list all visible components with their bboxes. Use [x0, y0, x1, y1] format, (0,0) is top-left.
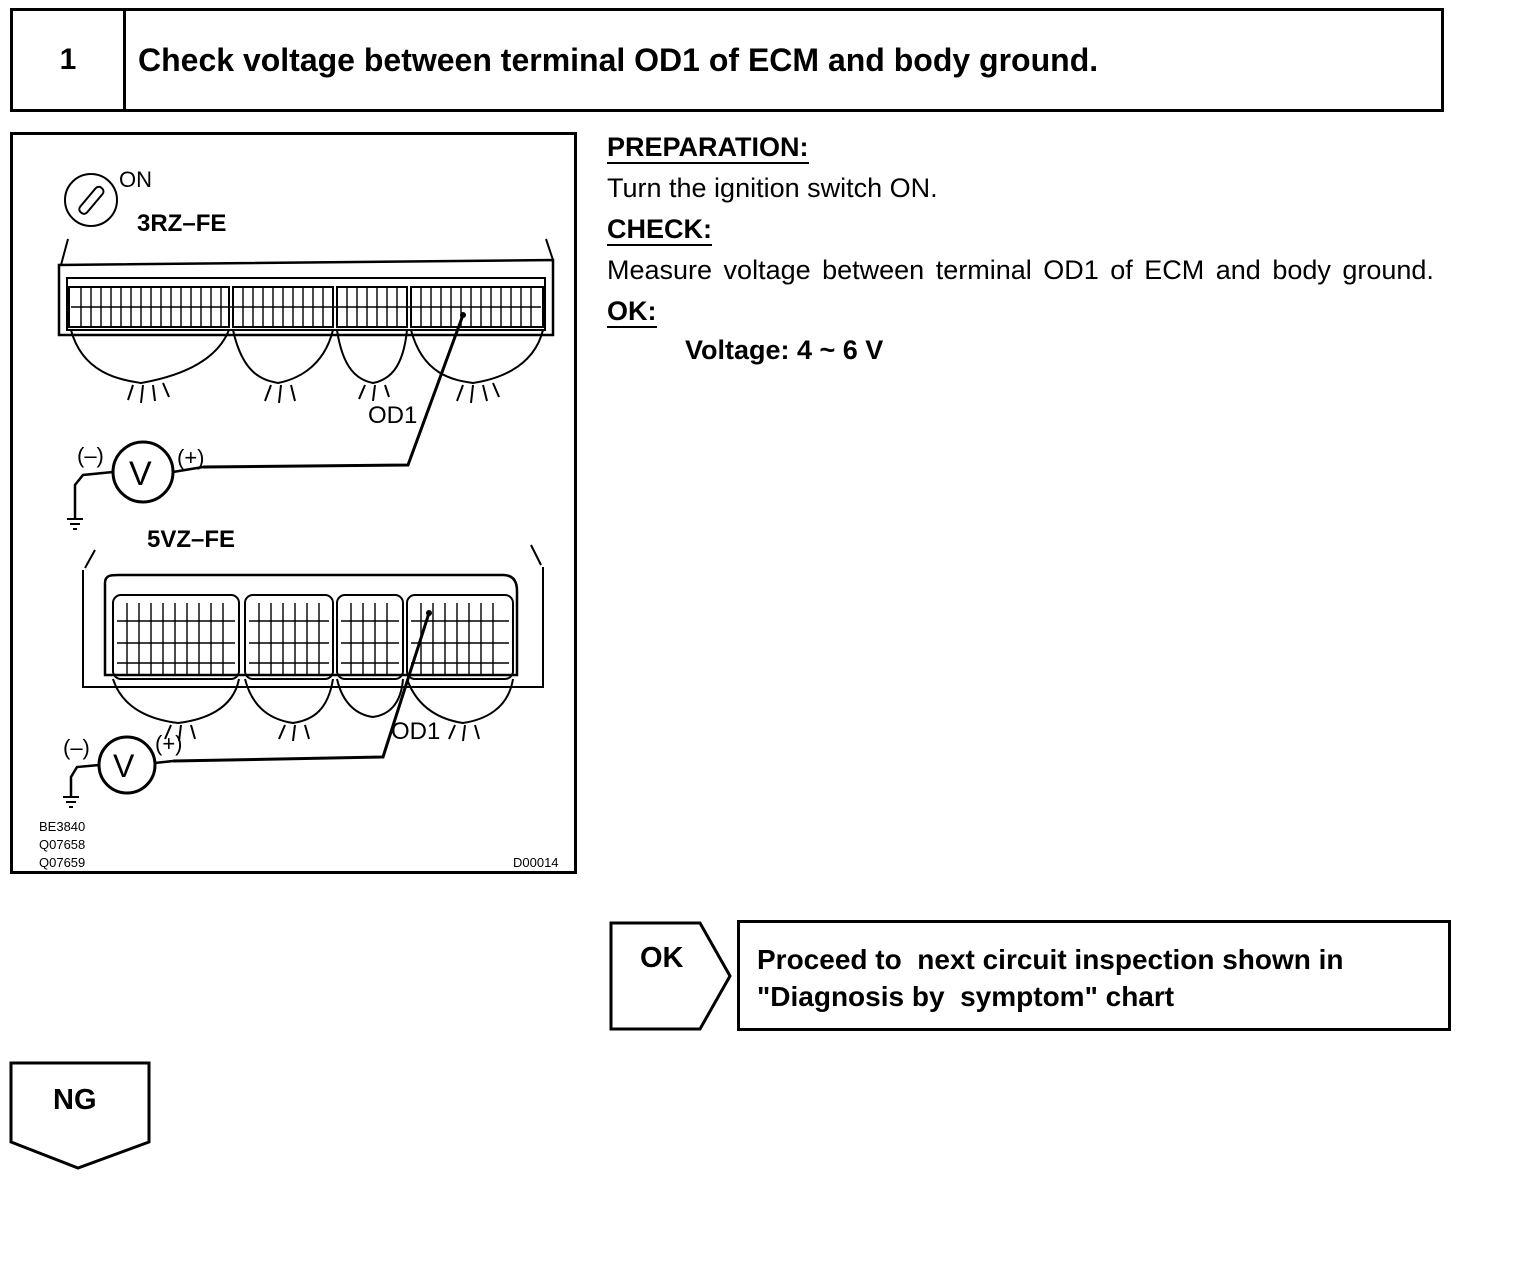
plus-label-bottom: (+) — [155, 731, 183, 756]
od1-label-bottom: OD1 — [391, 718, 440, 745]
ok-action-line1: Proceed to next circuit inspection shown… — [757, 944, 1344, 975]
step-header: 1 Check voltage between terminal OD1 of … — [10, 8, 1444, 112]
ecm-connector-3rz — [57, 238, 555, 404]
voltmeter-icon-top — [67, 440, 204, 530]
ignition-switch-icon — [64, 173, 118, 227]
ok-action-box: Proceed to next circuit inspection shown… — [737, 920, 1451, 1031]
ignition-on-label: ON — [119, 167, 152, 192]
ref-code: BE3840 — [39, 819, 85, 834]
ng-arrow-shape — [9, 1061, 151, 1170]
ok-spec: Voltage: 4 ~ 6 V — [685, 335, 884, 365]
voltmeter-v-bottom: V — [113, 748, 135, 784]
ok-arrow-shape — [609, 921, 732, 1031]
procedure-text: PREPARATION: Turn the ignition switch ON… — [607, 128, 1449, 370]
ref-code: Q07658 — [39, 837, 85, 852]
ecm-connector-diagram: ON 3RZ–FE — [39, 167, 559, 870]
preparation-text: Turn the ignition switch ON. — [607, 173, 938, 203]
ng-result-label: NG — [53, 1084, 97, 1116]
figure-code: D00014 — [513, 855, 559, 870]
ok-result-label: OK — [640, 942, 684, 974]
voltmeter-icon-bottom — [63, 735, 174, 808]
minus-label-top: (–) — [77, 443, 104, 468]
ok-heading: OK: — [607, 296, 657, 328]
preparation-heading: PREPARATION: — [607, 132, 809, 164]
ecm-connector-5vz — [82, 544, 544, 742]
minus-label-bottom: (–) — [63, 735, 90, 760]
engine-5vz-label: 5VZ–FE — [147, 526, 235, 553]
check-text: Measure voltage between terminal OD1 of … — [607, 255, 1434, 285]
voltmeter-v-top: V — [129, 455, 152, 493]
step-number: 1 — [13, 11, 126, 109]
od1-label-top: OD1 — [368, 402, 417, 429]
check-heading: CHECK: — [607, 214, 712, 246]
wiring-illustration: ON 3RZ–FE — [10, 132, 577, 874]
step-title: Check voltage between terminal OD1 of EC… — [138, 41, 1099, 78]
ok-action-line2: "Diagnosis by symptom" chart — [757, 981, 1175, 1012]
plus-label-top: (+) — [177, 445, 205, 470]
ref-code: Q07659 — [39, 855, 85, 870]
engine-3rz-label: 3RZ–FE — [137, 210, 226, 237]
